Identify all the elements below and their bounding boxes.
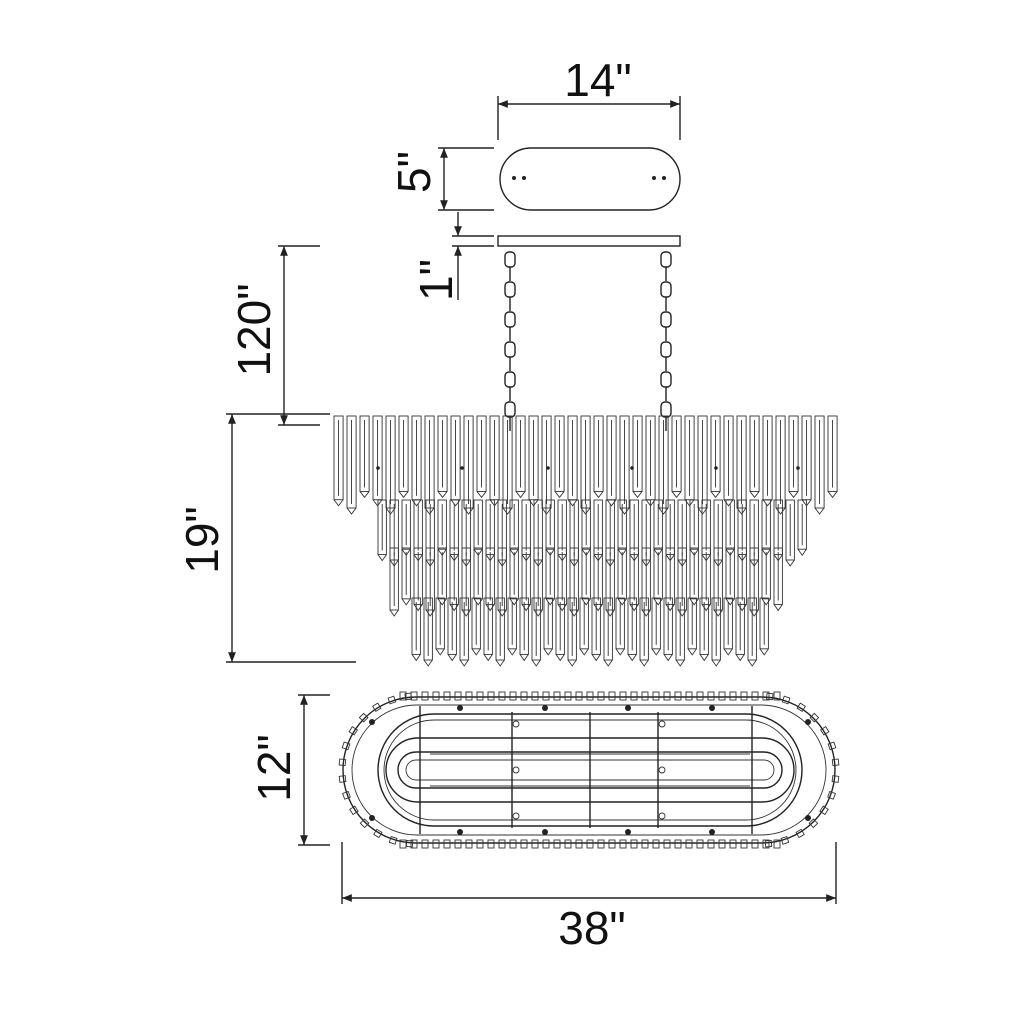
body-length-dimension: 38" [341,842,837,954]
body-depth-label: 12" [248,734,300,802]
chain-length-label: 120" [228,283,280,376]
canopy-width-dimension: 14" [497,54,681,140]
body-depth-dimension: 12" [248,694,330,846]
crystal-tier-bottom [411,597,769,667]
body-length-label: 38" [558,902,626,954]
crystal-tier-top [333,415,838,515]
chain-right [660,251,672,431]
crystal-body-side-view [333,415,838,667]
chain-length-dimension: 120" [228,245,320,426]
top-view-crystal-ring [338,691,840,849]
suspension-chains [504,251,672,431]
chain-left [504,251,516,431]
body-height-dimension: 19" [176,413,356,663]
body-height-label: 19" [176,506,228,574]
canopy-gap-dimension: 1" [410,212,494,301]
canopy-gap-label: 1" [410,259,462,301]
canopy [499,147,681,211]
crystal-tier-middle [389,547,783,617]
canopy-height-dimension: 5" [388,147,494,211]
canopy-width-label: 14" [564,54,632,106]
canopy-height-label: 5" [388,151,440,193]
mounting-bar [497,235,681,247]
crystal-body-top-view [338,691,840,849]
